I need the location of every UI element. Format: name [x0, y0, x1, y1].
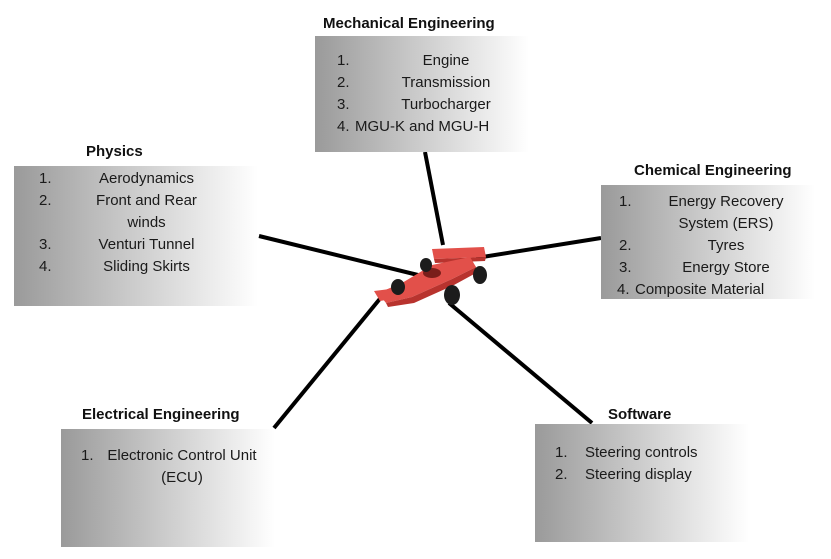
- list-number: 2.: [619, 237, 632, 254]
- list-text: Transmission: [401, 74, 491, 91]
- list-item: 2. Steering display: [555, 464, 735, 486]
- connector-electrical: [272, 293, 385, 430]
- list-number: 2.: [39, 192, 52, 209]
- electrical-title: Electrical Engineering: [82, 406, 240, 423]
- list-number: 3.: [39, 236, 52, 253]
- list-item: 4. Sliding Skirts: [39, 256, 218, 278]
- chemical-title: Chemical Engineering: [634, 162, 792, 179]
- list-number: 1.: [619, 193, 632, 210]
- mechanical-title: Mechanical Engineering: [323, 15, 495, 32]
- list-text: Composite Material: [635, 281, 765, 298]
- list-item: 3. Turbocharger: [337, 94, 515, 116]
- connector-chemical: [475, 236, 602, 260]
- chemical-box: 1. Energy Recovery System (ERS) 2. Tyres 3…: [601, 185, 815, 299]
- list-text: Electronic Control Unit (ECU): [107, 447, 257, 486]
- list-text: Venturi Tunnel: [98, 236, 195, 253]
- list-item: 1. Steering controls: [555, 442, 735, 464]
- list-number: 3.: [337, 96, 350, 113]
- list-text: Aerodynamics: [98, 170, 195, 187]
- list-number: 4.: [617, 281, 630, 298]
- formula-one-car-icon: [374, 247, 487, 307]
- list-item: 4. Composite Material: [617, 279, 807, 301]
- list-item: 4. MGU-K and MGU-H: [337, 116, 515, 138]
- list-item: 3. Venturi Tunnel: [39, 234, 218, 256]
- list-text: Steering controls: [585, 444, 698, 461]
- list-number: 3.: [619, 259, 632, 276]
- list-number: 4.: [39, 258, 52, 275]
- list-text: Engine: [422, 52, 470, 69]
- list-text: Turbocharger: [401, 96, 491, 113]
- list-number: 1.: [337, 52, 350, 69]
- physics-box: 1. Aerodynamics 2. Front and Rear winds 3.…: [14, 166, 258, 306]
- software-box: 1. Steering controls 2. Steering display: [535, 424, 749, 542]
- mechanical-box: 1. Engine 2. Transmission 3. Turbocharger 4…: [315, 36, 529, 152]
- list-item: 1. Electronic Control Unit (ECU): [81, 445, 261, 489]
- list-item: 1. Energy Recovery System (ERS): [619, 191, 807, 235]
- list-number: 1.: [555, 444, 568, 461]
- connector-software: [447, 301, 594, 425]
- software-title: Software: [608, 406, 672, 423]
- list-text: Tyres: [707, 237, 745, 254]
- list-text: Steering display: [585, 466, 692, 483]
- list-text: MGU-K and MGU-H: [355, 118, 490, 135]
- list-text: Sliding Skirts: [103, 258, 190, 275]
- list-item: 2. Front and Rear winds: [39, 190, 218, 234]
- list-item: 2. Transmission: [337, 72, 515, 94]
- physics-title: Physics: [86, 143, 143, 160]
- list-number: 2.: [337, 74, 350, 91]
- list-text: Energy Recovery System (ERS): [668, 193, 784, 232]
- connector-physics: [258, 234, 419, 277]
- list-number: 4.: [337, 118, 350, 135]
- list-item: 1. Aerodynamics: [39, 168, 218, 190]
- electrical-box: 1. Electronic Control Unit (ECU): [61, 429, 275, 547]
- connector-mechanical: [423, 151, 445, 246]
- list-text: Energy Store: [682, 259, 770, 276]
- list-item: 2. Tyres: [619, 235, 807, 257]
- list-item: 1. Engine: [337, 50, 515, 72]
- list-text: Front and Rear winds: [96, 192, 197, 231]
- list-number: 1.: [39, 170, 52, 187]
- list-item: 3. Energy Store: [619, 257, 807, 279]
- list-number: 2.: [555, 466, 568, 483]
- list-number: 1.: [81, 447, 94, 464]
